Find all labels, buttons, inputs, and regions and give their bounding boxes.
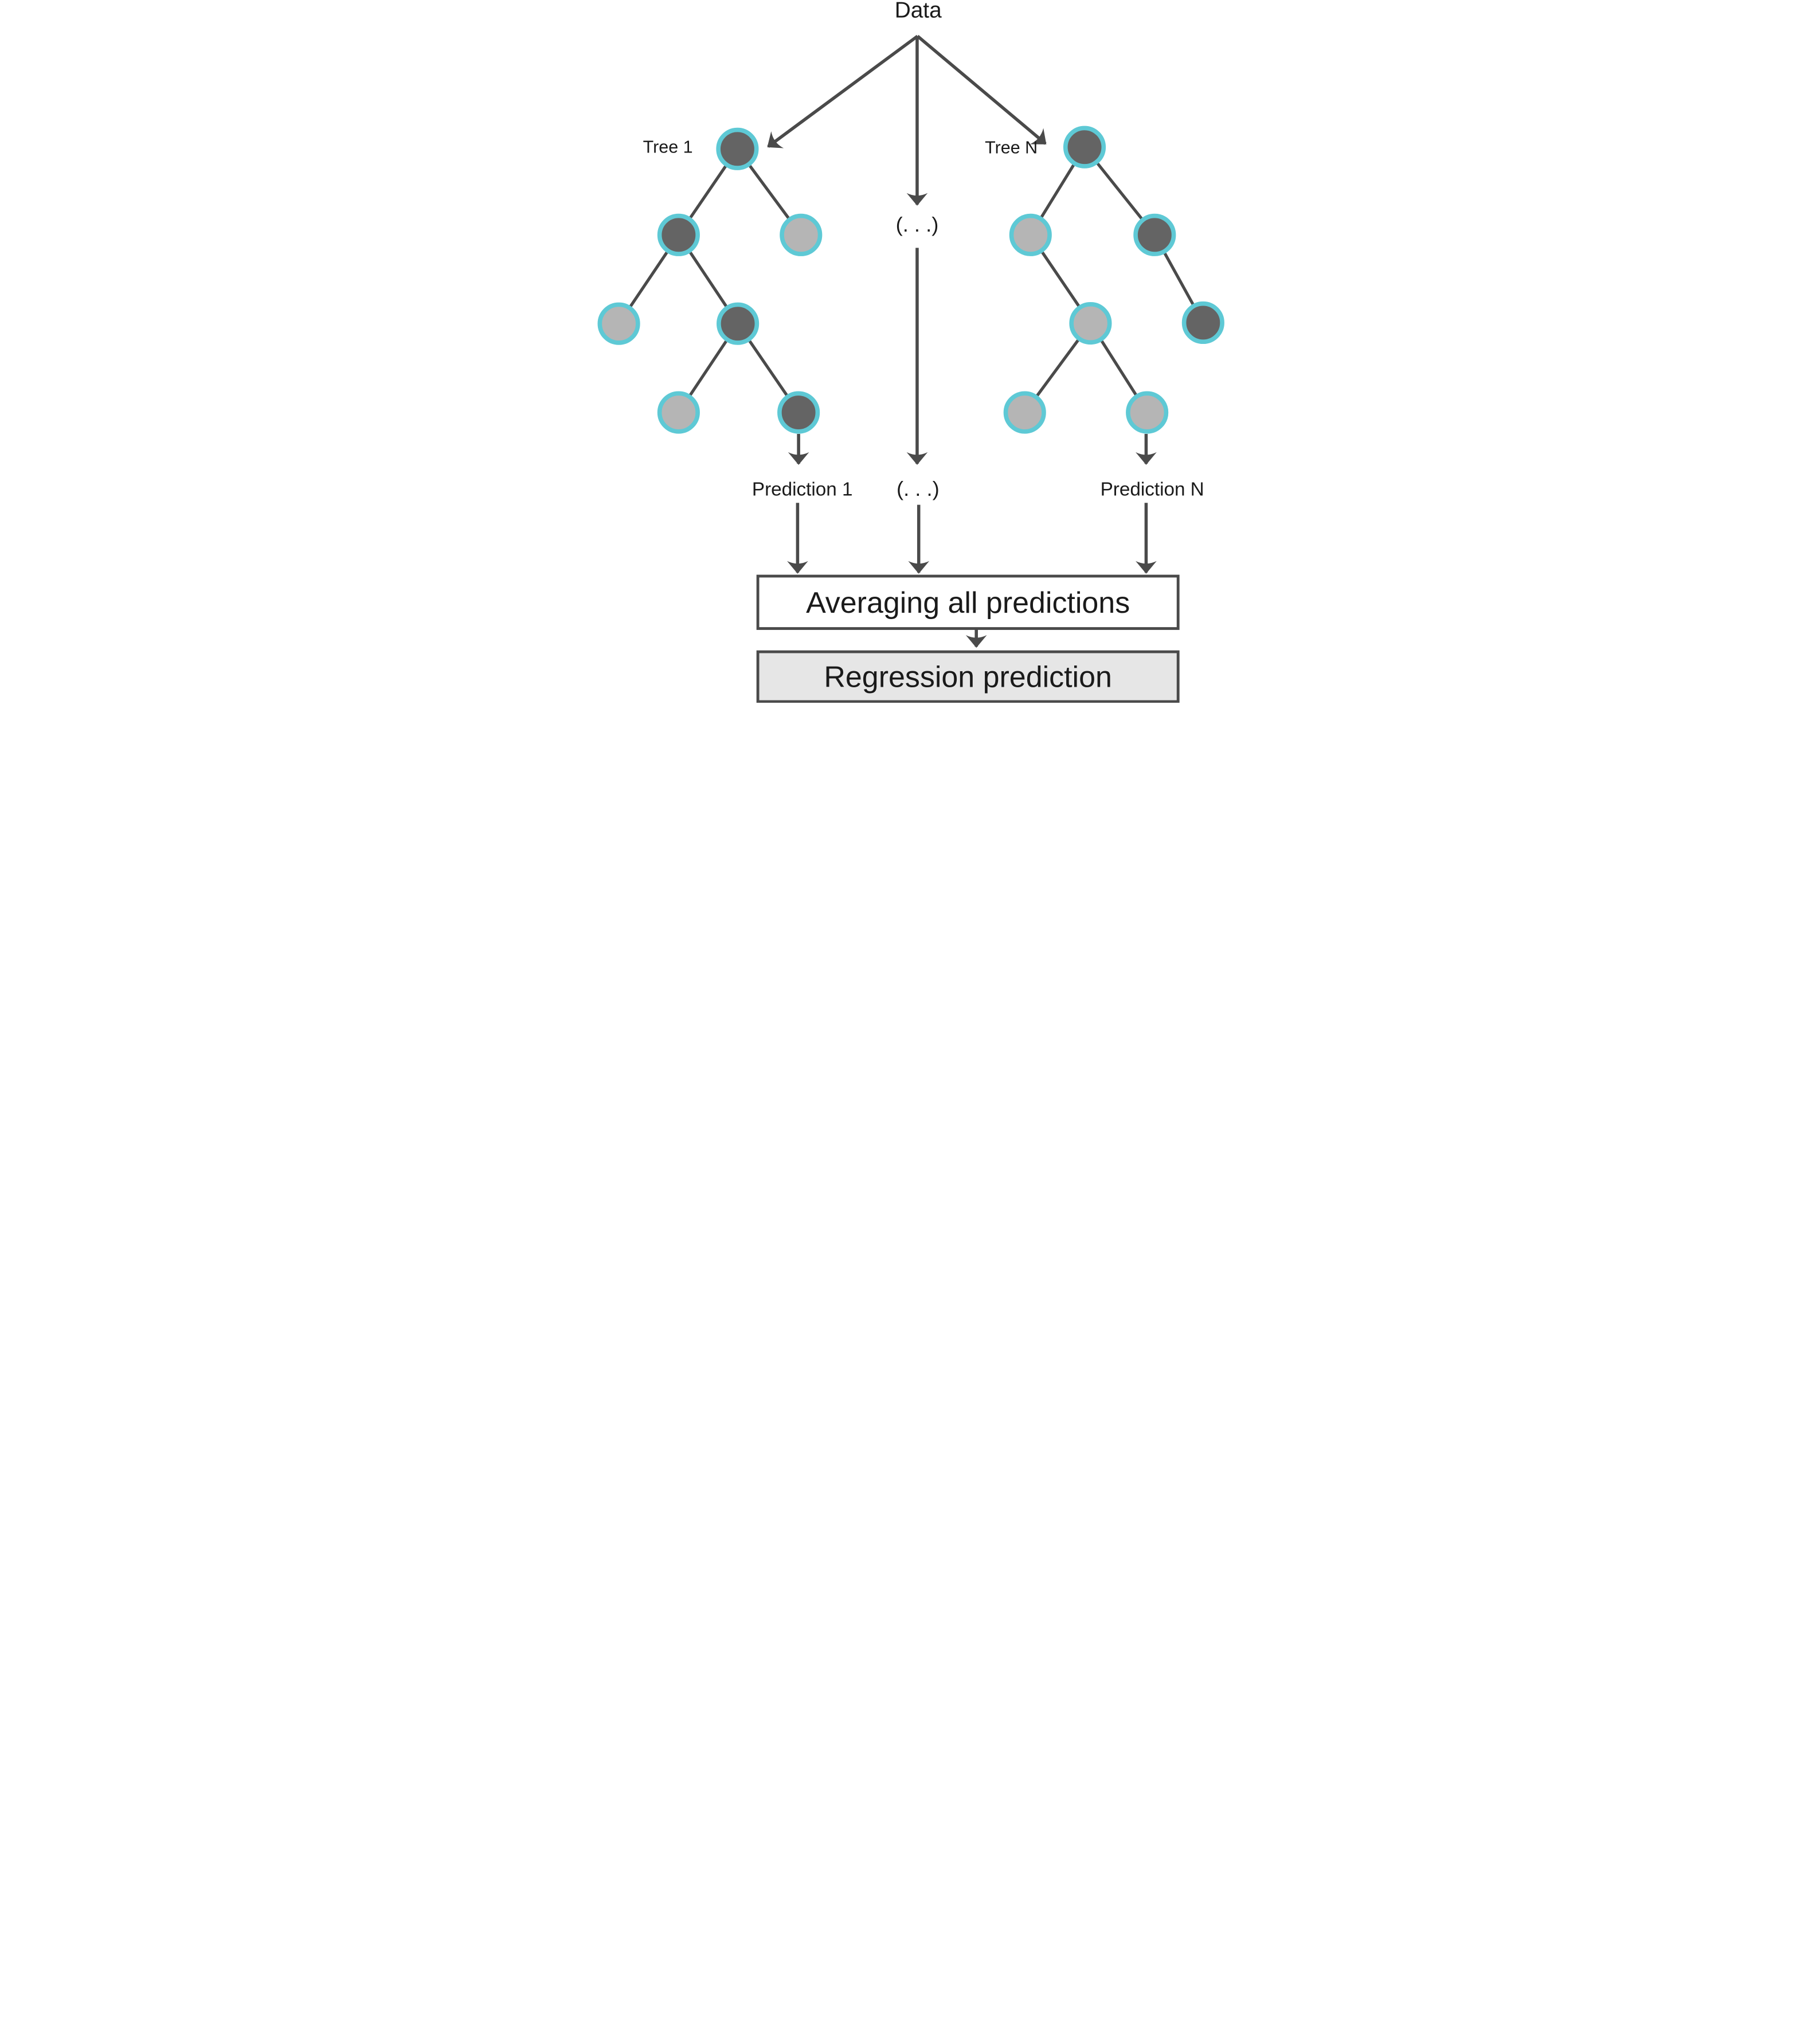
tree-1-node-dark: [715, 127, 758, 170]
ellipsis-trees-label: (. . .): [895, 213, 938, 236]
regression-box-label: Regression prediction: [824, 660, 1111, 694]
tree-n-node-light: [1009, 213, 1052, 256]
prediction-n-label: Prediction N: [1100, 479, 1204, 500]
tree-1-node-light: [657, 391, 700, 434]
tree-1-node-dark: [716, 302, 759, 345]
averaging-box: [756, 574, 1180, 630]
tree-n-node-dark: [1181, 301, 1224, 344]
prediction-1-label: Prediction 1: [752, 479, 852, 500]
tree-1-node-light: [597, 302, 640, 345]
arrow-data-to-tree-1: [766, 34, 918, 148]
tree-1-node-dark: [777, 391, 820, 434]
arrow-data-to-tree-n: [916, 34, 1047, 145]
tree-nodes: [597, 126, 1224, 434]
diagram-canvas: Data Tree 1 Tree N (. . .) Prediction 1 …: [597, 0, 1224, 703]
tree-n-node-light: [1003, 391, 1046, 434]
averaging-box-label: Averaging all predictions: [806, 586, 1130, 620]
data-label: Data: [894, 0, 941, 23]
tree-n-label: Tree N: [985, 138, 1038, 158]
tree-n-node-light: [1125, 391, 1168, 434]
ellipsis-predictions-label: (. . .): [896, 477, 939, 500]
tree-1-node-dark: [657, 213, 700, 256]
random-forest-diagram: Data Tree 1 Tree N (. . .) Prediction 1 …: [594, 0, 1226, 703]
regression-box: [756, 650, 1180, 703]
tree-n-node-light: [1068, 302, 1111, 345]
tree-n-node-dark: [1063, 126, 1106, 169]
tree-n-node-dark: [1133, 213, 1176, 256]
flow-arrows: [766, 34, 1157, 648]
tree-edges: [617, 146, 1204, 414]
tree-1-node-light: [779, 213, 822, 256]
tree-1-label: Tree 1: [643, 137, 692, 156]
